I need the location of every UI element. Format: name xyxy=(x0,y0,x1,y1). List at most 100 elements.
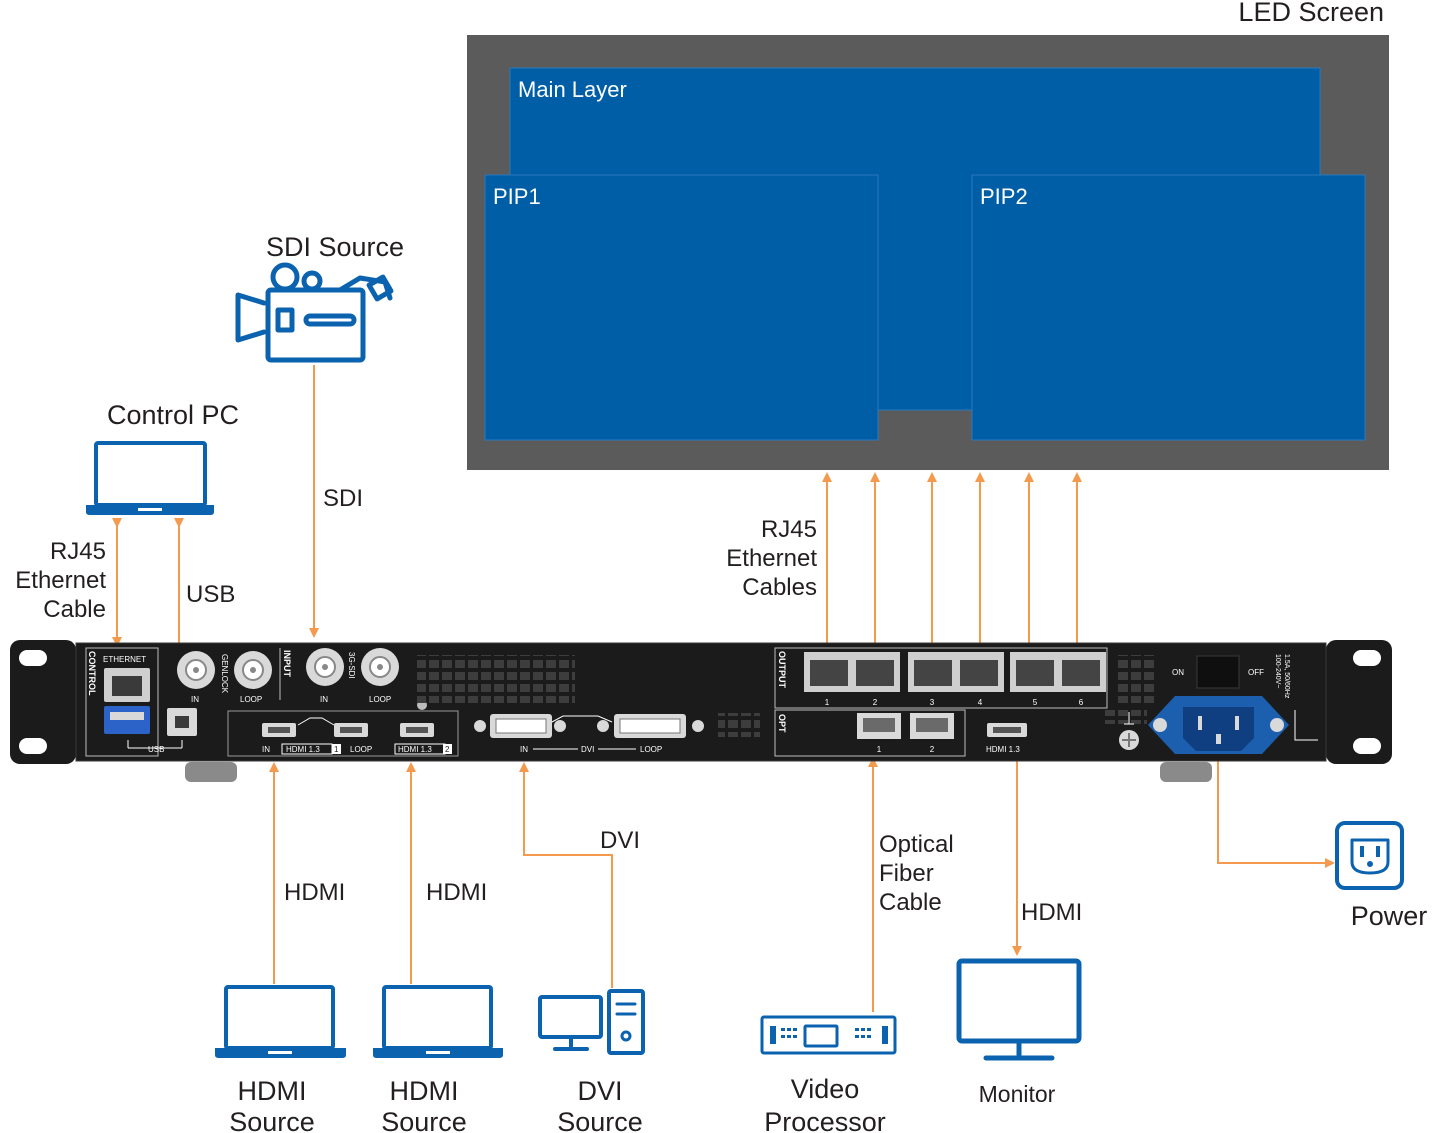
main-layer-label: Main Layer xyxy=(518,77,627,102)
opt-port-label-2: 2 xyxy=(930,745,935,754)
ac-power-socket xyxy=(1148,696,1289,754)
rj45-output-port-5 xyxy=(1016,660,1054,686)
hdmi-cable-1-label: HDMI xyxy=(284,879,345,906)
sdi-loop-label: LOOP xyxy=(369,695,391,704)
camera-icon: SDI Source xyxy=(235,232,404,363)
dvi-label: DVI xyxy=(581,745,594,754)
output-port-label-1: 1 xyxy=(825,698,830,707)
power-label: Power xyxy=(1351,901,1428,931)
laptop-icon: HDMI Source xyxy=(373,985,503,1133)
usb-cable-label: USB xyxy=(186,581,235,608)
video-processor-label-1: Video xyxy=(791,1074,860,1104)
opt-port-label-1: 1 xyxy=(877,745,882,754)
rack-ear-left xyxy=(10,640,76,764)
rj45-control-label-3: Cable xyxy=(43,596,106,623)
rj45-output-port-1 xyxy=(810,660,848,686)
rj45-output-label-1: RJ45 xyxy=(761,516,817,543)
optical-label-2: Fiber xyxy=(879,860,934,887)
switch-off-label: OFF xyxy=(1248,668,1264,677)
power-cable xyxy=(1213,737,1335,868)
hdmi13-1-label: HDMI 1.3 xyxy=(286,745,320,754)
vent-grille xyxy=(417,655,575,703)
dvi-in-port xyxy=(474,714,566,738)
sdi-bnc-in xyxy=(306,648,344,686)
hdmi-out-cable-label: HDMI xyxy=(1021,899,1082,926)
power-switch xyxy=(1196,655,1240,689)
genlock-bnc-loop xyxy=(234,651,272,689)
dvi-loop-port xyxy=(597,714,704,738)
laptop-icon: HDMI Source xyxy=(215,985,346,1133)
rj45-output-label-3: Cables xyxy=(742,574,817,601)
hdmi-cable-2-label: HDMI xyxy=(426,879,487,906)
video-processor-icon: Video Processor xyxy=(760,1015,897,1133)
pip2-window xyxy=(971,174,1366,441)
switch-on-label: ON xyxy=(1172,668,1184,677)
output-port-label-3: 3 xyxy=(930,698,935,707)
sdi-bnc-loop xyxy=(361,648,399,686)
optical-label-1: Optical xyxy=(879,831,954,858)
dvi-cable-label: DVI xyxy=(600,827,640,854)
genlock-label: GENLOCK xyxy=(220,654,229,694)
led-screen: LED Screen Main Layer PIP1 PIP2 xyxy=(467,0,1389,470)
pip1-label: PIP1 xyxy=(493,184,541,209)
hdmi-source-1-label-1: HDMI xyxy=(238,1076,307,1106)
led-screen-title: LED Screen xyxy=(1238,0,1384,27)
dvi-in-label: IN xyxy=(520,745,528,754)
hdmi-in-label: IN xyxy=(262,745,270,754)
sdi-source-label: SDI Source xyxy=(266,232,404,262)
genlock-in-label: IN xyxy=(191,695,199,704)
sdi-cable-label: SDI xyxy=(323,485,363,512)
rack-ear-right xyxy=(1326,640,1392,764)
output-port-label-5: 5 xyxy=(1033,698,1038,707)
sdi-in-label: IN xyxy=(320,695,328,704)
ethernet-port-label: ETHERNET xyxy=(103,655,146,664)
hdmi-out-port-label: HDMI 1.3 xyxy=(986,745,1020,754)
dvi-source-label-2: Source xyxy=(557,1107,643,1133)
rj45-control-label-1: RJ45 xyxy=(50,538,106,565)
hdmi-source-1-label-2: Source xyxy=(229,1107,315,1133)
video-processor-rear-panel: CONTROL ETHERNET USB GENLOCK IN LOOP INP… xyxy=(10,640,1392,782)
optical-label-3: Cable xyxy=(879,889,942,916)
rj45-output-port-3 xyxy=(914,660,952,686)
rj45-control-label-2: Ethernet xyxy=(15,567,106,594)
cable-labels: SDI RJ45 Ethernet Cable USB RJ45 Etherne… xyxy=(15,485,1082,926)
pip2-label: PIP2 xyxy=(980,184,1028,209)
input-section-label: INPUT xyxy=(282,650,292,678)
dvi-loop-label: LOOP xyxy=(640,745,662,754)
control-pc-label: Control PC xyxy=(107,400,239,430)
opt-section-label: OPT xyxy=(777,714,787,733)
power-rating-label-2: 100-240V~ xyxy=(1274,654,1281,688)
usb-port-label: USB xyxy=(148,745,164,754)
output-section-label: OUTPUT xyxy=(777,651,787,689)
rj45-output-port-6 xyxy=(1062,660,1100,686)
hdmi13-2-label: HDMI 1.3 xyxy=(398,745,432,754)
output-port-label-4: 4 xyxy=(978,698,983,707)
desktop-computer-icon: DVI Source xyxy=(538,989,645,1133)
output-port-label-2: 2 xyxy=(873,698,878,707)
power-rating-label-1: 1.5A, 50/60Hz xyxy=(1283,654,1290,699)
hdmi-loop-label: LOOP xyxy=(350,745,372,754)
hdmi13-2-num: 2 xyxy=(445,745,450,754)
rj45-output-label-2: Ethernet xyxy=(726,545,817,572)
vent-grille xyxy=(1105,710,1147,724)
dvi-cable xyxy=(519,762,613,988)
vent-grille xyxy=(1115,655,1157,703)
monitor-icon: Monitor xyxy=(956,958,1082,1107)
vent-grille xyxy=(718,713,760,737)
monitor-label: Monitor xyxy=(979,1081,1056,1107)
genlock-bnc-in xyxy=(177,651,215,689)
dvi-source-label-1: DVI xyxy=(577,1076,622,1106)
power-outlet-icon: Power xyxy=(1335,821,1428,931)
genlock-loop-label: LOOP xyxy=(240,695,262,704)
sdi-label: 3G-SDI xyxy=(347,652,356,679)
control-section-label: CONTROL xyxy=(87,651,97,696)
hdmi-source-2-label-2: Source xyxy=(381,1107,467,1133)
hdmi-source-2-label-1: HDMI xyxy=(390,1076,459,1106)
cables xyxy=(112,365,1335,1012)
rj45-output-port-2 xyxy=(856,660,894,686)
laptop-icon: Control PC xyxy=(86,400,239,515)
control-section-border xyxy=(85,647,159,757)
output-port-label-6: 6 xyxy=(1079,698,1084,707)
rj45-output-port-4 xyxy=(960,660,998,686)
